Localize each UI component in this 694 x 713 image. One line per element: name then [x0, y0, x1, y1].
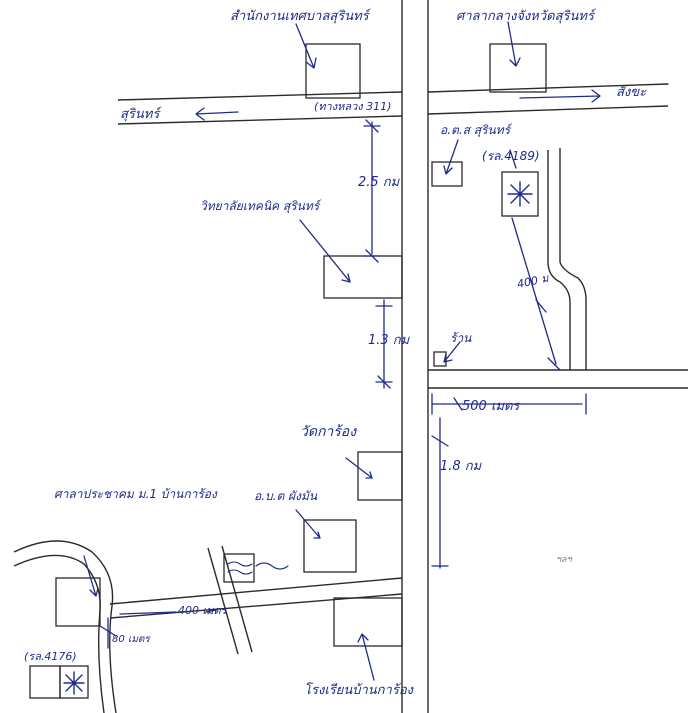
label-dist-500: 500 เมตร [462, 399, 521, 414]
highway-right-bottom [427, 105, 669, 115]
dimension-lines [99, 119, 587, 649]
building-bottom-school [333, 597, 403, 647]
buildings [29, 43, 547, 699]
building-top-right [489, 43, 547, 93]
asterisk-icon [507, 181, 533, 207]
label-top-right-office: ศาลากลางจังหวัดสุรินทร์ [456, 8, 597, 24]
road-4189-right [559, 148, 587, 370]
building-temple [357, 451, 403, 501]
building-school [323, 255, 403, 299]
wavy-marks [227, 561, 289, 575]
building-bottom-left-b [59, 665, 89, 699]
building-star-right [501, 171, 539, 217]
label-left-office: ศาลาประชาคม ม.1 บ้านการ้อง [54, 487, 218, 501]
curved-road-outer [13, 540, 117, 713]
highway-left-top [117, 91, 403, 101]
label-highway-code: (รล.4189) [482, 149, 540, 163]
label-dist-80: 80 เมตร [112, 634, 151, 645]
label-bottom-left-code: (รล.4176) [24, 650, 77, 663]
highway-left-bottom [117, 115, 403, 125]
label-right-direction: สังขะ [616, 85, 647, 100]
building-top-left [305, 43, 361, 99]
label-dist-400-bottom: 400 เมตร [178, 604, 229, 617]
labels: สำนักงานเทศบาลสุรินทร์ ศาลากลางจังหวัดสุ… [24, 8, 647, 698]
diagonal-road-b [221, 545, 253, 653]
label-mid-office: อ.บ.ต ผังมัน [254, 489, 318, 503]
label-top-left-office: สำนักงานเทศบาลสุรินทร์ [230, 8, 372, 24]
label-tiny-note: ฯลฯ [556, 555, 573, 565]
label-left-direction: สุรินทร์ [120, 106, 162, 122]
building-bottom-left-a [29, 665, 61, 699]
arrow-icon [83, 21, 669, 681]
label-left-school: วิทยาลัยเทคนิค สุรินทร์ [200, 199, 322, 214]
label-right-mid-place: ร้าน [450, 331, 472, 345]
label-dist-13: 1.3 กม [368, 333, 411, 348]
label-dist-25: 2.5 กม [358, 175, 401, 190]
road-4189-left [547, 150, 571, 370]
label-right-upper-office: อ.ต.ส สุรินทร์ [440, 123, 513, 138]
curved-road-inner [13, 554, 105, 713]
building-obt [303, 519, 357, 573]
building-small-right [431, 161, 463, 187]
label-temple: วัดการ้อง [300, 424, 357, 440]
label-highway: (ทางหลวง 311) [314, 100, 391, 113]
building-sala [55, 577, 101, 627]
bottom-road-top [109, 577, 403, 605]
asterisk-icon [63, 671, 85, 695]
diagonal-road-a [207, 547, 239, 655]
label-bottom-school: โรงเรียนบ้านการ้อง [304, 682, 415, 698]
label-dist-18: 1.8 กม [440, 459, 483, 474]
roads [13, 0, 688, 713]
building-small-diag [223, 553, 255, 583]
highway-right-top [427, 83, 669, 93]
